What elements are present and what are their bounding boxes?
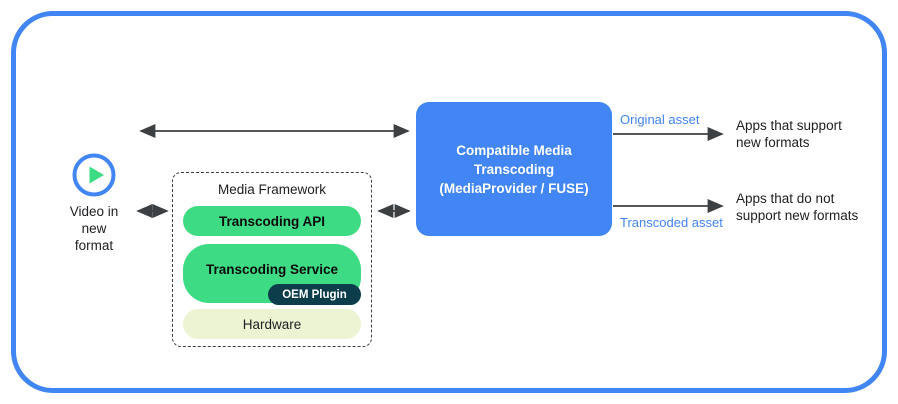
hardware-label: Hardware (242, 316, 302, 332)
media-framework-group (172, 172, 372, 347)
media-framework-title: Media Framework (217, 182, 327, 197)
oem-plugin-label: OEM Plugin (282, 288, 347, 301)
compatible-media-transcoding-node[interactable]: Compatible Media Transcoding (MediaProvi… (416, 102, 612, 236)
apps-support-new-formats-label: Apps that support new formats (736, 118, 842, 150)
transcoding-service-label: Transcoding Service (205, 262, 339, 277)
play-circle-icon (71, 152, 117, 198)
outer-frame-border (11, 11, 887, 393)
original-asset-label: Original asset (620, 112, 700, 127)
apps-no-support-new-formats-label: Apps that do not support new formats (736, 191, 859, 223)
transcoding-api-label: Transcoding API (218, 213, 326, 229)
oem-plugin-badge[interactable]: OEM Plugin (268, 284, 361, 305)
compatible-media-transcoding-label: Compatible Media Transcoding (MediaProvi… (439, 142, 589, 196)
source-video-label: Video in new format (69, 204, 119, 253)
transcoded-asset-label: Transcoded asset (620, 215, 723, 230)
hardware-box[interactable]: Hardware (183, 309, 361, 339)
transcoding-api-box[interactable]: Transcoding API (183, 206, 361, 236)
